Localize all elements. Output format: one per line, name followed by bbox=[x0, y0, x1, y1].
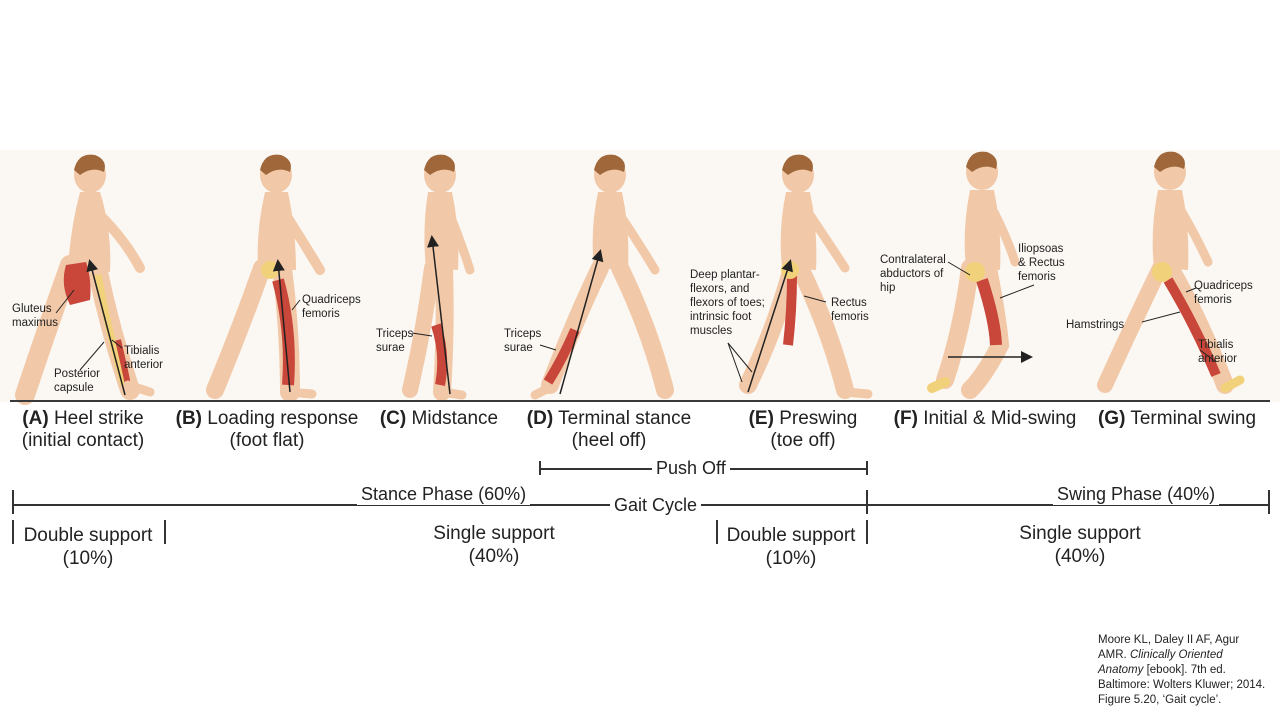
figure-terminal-stance bbox=[530, 154, 674, 400]
figure-heel-strike bbox=[15, 154, 155, 405]
figure-loading-response bbox=[206, 154, 325, 402]
citation: Moore KL, Daley II AF, Agur AMR. Clinica… bbox=[1098, 634, 1266, 706]
push-off-label: Push Off bbox=[652, 457, 730, 479]
support-single-2: Single support(40%) bbox=[1019, 523, 1141, 567]
gait-cycle-bracket-right bbox=[1268, 490, 1270, 514]
figure-midstance bbox=[402, 154, 475, 401]
figure-terminal-swing bbox=[1097, 151, 1245, 394]
stage-midstance: (C) Midstance bbox=[379, 408, 499, 429]
stage-preswing: (E) Preswing(toe off) bbox=[748, 408, 858, 451]
swing-phase-label: Swing Phase (40%) bbox=[1053, 483, 1220, 505]
stage-heel-strike: (A) Heel strike(initial contact) bbox=[21, 408, 145, 451]
gait-cycle-bracket-left bbox=[12, 490, 14, 514]
figure-initial-mid-swing bbox=[927, 151, 1035, 399]
stance-phase-label: Stance Phase (60%) bbox=[357, 483, 531, 505]
gait-cycle-label: Gait Cycle bbox=[610, 494, 702, 516]
stage-loading-response: (B) Loading response(foot flat) bbox=[175, 408, 359, 451]
support-divider-1 bbox=[12, 520, 14, 544]
support-single-1: Single support(40%) bbox=[433, 523, 555, 567]
illustration-band bbox=[0, 150, 1280, 402]
label-hamstrings: Hamstrings bbox=[1066, 319, 1125, 331]
support-divider-2 bbox=[164, 520, 166, 544]
support-divider-3 bbox=[716, 520, 718, 544]
gait-cycle-bracket-mid bbox=[866, 490, 868, 514]
stage-terminal-stance: (D) Terminal stance(heel off) bbox=[526, 408, 692, 451]
figure-preswing bbox=[727, 154, 873, 399]
ground-line bbox=[10, 400, 1270, 402]
support-divider-4 bbox=[866, 520, 868, 544]
support-double-2: Double support(10%) bbox=[726, 525, 856, 569]
stage-initial-mid-swing: (F) Initial & Mid-swing bbox=[893, 408, 1077, 429]
stage-terminal-swing: (G) Terminal swing bbox=[1097, 408, 1257, 429]
support-double-1: Double support(10%) bbox=[23, 525, 153, 569]
